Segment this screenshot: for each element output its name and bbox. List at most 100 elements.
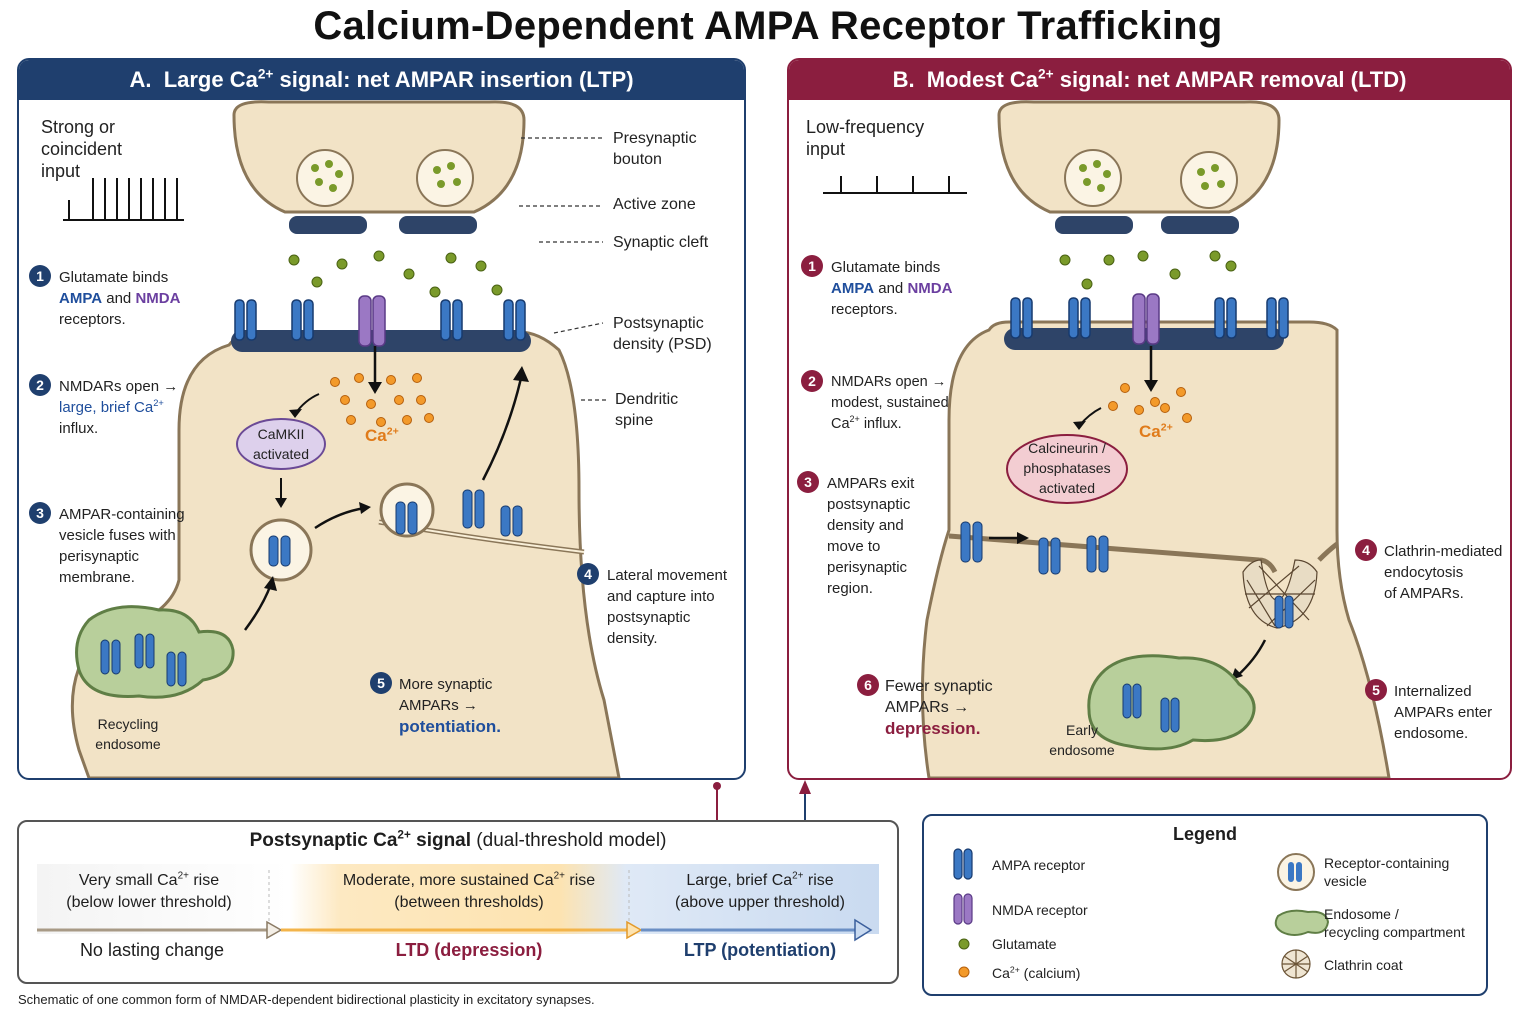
- step-line: density.: [607, 630, 658, 647]
- segment-part: rise: [188, 872, 220, 889]
- panel-ltp: A. Large Ca2+ signal: net AMPAR insertio…: [17, 58, 746, 780]
- glutamate-molecules: [288, 250, 503, 298]
- recycling-endosome: [75, 605, 235, 699]
- step-line: AMPA and NMDA: [59, 288, 180, 309]
- label-line: Presynaptic: [613, 130, 697, 147]
- step-line: modest, sustained: [831, 395, 949, 411]
- legend-endosome: Endosome / recycling compartment: [1324, 905, 1465, 941]
- scale-title-part: signal: [410, 830, 472, 851]
- legend-clathrin: Clathrin coat: [1324, 957, 1403, 973]
- step-line: AMPARs exit: [827, 475, 915, 492]
- sup: 2+: [1009, 964, 1020, 975]
- panel-b-header-text: Modest Ca: [926, 67, 1039, 92]
- step-4-badge: 4: [1355, 539, 1377, 561]
- panel-a-header: A. Large Ca2+ signal: net AMPAR insertio…: [19, 60, 744, 100]
- bubble-line: activated: [252, 446, 310, 462]
- ltp-synapse-illustration: [63, 100, 621, 778]
- legend-line: vesicle: [1324, 873, 1367, 889]
- segment-part: Large, brief Ca: [686, 872, 793, 889]
- panel-b-letter: B.: [892, 67, 915, 92]
- label-line: bouton: [613, 151, 662, 168]
- step-line: of AMPARs.: [1384, 585, 1464, 602]
- step-line: Fewer synaptic: [885, 678, 993, 695]
- segment-line: (above upper threshold): [675, 894, 845, 911]
- synaptic-vesicle: [1064, 149, 1122, 207]
- camkii-bubble: [236, 418, 326, 470]
- step-line: More synaptic: [399, 676, 493, 693]
- legend-line: recycling compartment: [1324, 924, 1465, 940]
- strong-input-trace: [63, 178, 184, 221]
- early-endosome-label: Early endosome: [1037, 720, 1127, 760]
- step-1-text: Glutamate binds AMPA and NMDA receptors.: [59, 267, 180, 330]
- figure-caption: Schematic of one common form of NMDAR-de…: [18, 992, 595, 1007]
- step-3-text: AMPARs exit postsynaptic density and mov…: [827, 473, 914, 599]
- segment-line: (between thresholds): [394, 894, 544, 911]
- low-frequency-trace: [823, 176, 967, 194]
- step-1-badge: 1: [801, 255, 823, 277]
- calcium-icon: [958, 966, 970, 978]
- step-line: postsynaptic: [607, 609, 691, 626]
- calcium-label: Ca2+: [365, 426, 399, 446]
- segment-part: Moderate, more sustained Ca: [342, 872, 554, 889]
- step-line: NMDARs open →: [831, 374, 947, 390]
- vesicle-icon: [1277, 853, 1315, 891]
- step-line: AMPARs →: [399, 697, 478, 714]
- scale-title-part: Postsynaptic Ca: [249, 830, 398, 851]
- step-line-part: large, brief Ca: [59, 399, 154, 416]
- panel-ltd: B. Modest Ca 2+ signal: net AMPAR removal…: [787, 58, 1512, 780]
- sup: 2+: [792, 870, 804, 882]
- calcium-label: Ca2+: [1139, 422, 1173, 442]
- step-5-badge: 5: [1365, 679, 1387, 701]
- step-line: AMPARs enter: [1394, 704, 1493, 721]
- step-4-badge: 4: [577, 563, 599, 585]
- result-ltd: LTD (depression): [395, 940, 543, 960]
- psd-label: Postsynaptic density (PSD): [613, 313, 712, 355]
- step-line: perisynaptic: [827, 559, 908, 576]
- step-3-badge: 3: [29, 502, 51, 524]
- ampa-word: AMPA: [831, 280, 875, 297]
- segment-line: Very small Ca2+ rise: [39, 870, 259, 892]
- step-line: perisynaptic: [59, 548, 140, 565]
- step-line: density and: [827, 517, 904, 534]
- step-line: Glutamate binds: [831, 259, 941, 276]
- sup: 2+: [386, 425, 399, 438]
- ampa-word: AMPA: [59, 290, 103, 307]
- step-5-text: More synaptic AMPARs → potentiation.: [399, 674, 501, 737]
- segment-line: Large, brief Ca2+ rise: [645, 870, 875, 892]
- step-line: large, brief Ca2+: [59, 397, 178, 418]
- step-6-badge: 6: [857, 674, 879, 696]
- scale-title-part: (dual-threshold model): [471, 830, 667, 851]
- legend-symbols: [953, 848, 1330, 979]
- segment-part: Very small Ca: [78, 872, 178, 889]
- bubble-line: CaMKII: [257, 426, 305, 442]
- ltd-synapse-illustration: [823, 100, 1391, 778]
- panel-a-header-text: Large Ca: [163, 67, 258, 92]
- legend-line: Receptor-containing: [1324, 855, 1450, 871]
- legend-title: Legend: [1172, 824, 1237, 844]
- nmda-receptor: [358, 295, 386, 347]
- step-5-text: Internalized AMPARs enter endosome.: [1394, 681, 1492, 744]
- legend-glutamate: Glutamate: [992, 936, 1057, 952]
- step-line: AMPARs →: [885, 699, 970, 716]
- ampa-receptors-perisynaptic: [960, 521, 1109, 575]
- panel-a-header-rest: signal: net AMPAR insertion (LTP): [273, 67, 634, 92]
- active-zone: [1055, 216, 1133, 234]
- step-line: Lateral movement: [607, 567, 728, 584]
- and-word: and: [102, 290, 136, 307]
- step-line-part: Ca: [831, 416, 850, 432]
- step-1-text: Glutamate binds AMPA and NMDA receptors.: [831, 257, 952, 320]
- sup: 2+: [849, 414, 860, 425]
- calcium-ions: [330, 373, 434, 427]
- panel-b-header-rest: signal: net AMPAR removal (LTD): [1053, 67, 1407, 92]
- step-line: move to: [827, 538, 881, 555]
- and-word: and: [874, 280, 908, 297]
- dendritic-spine-label: Dendritic spine: [615, 389, 678, 431]
- calcineurin-bubble: [1006, 434, 1128, 504]
- legend: Legend AMPA receptor NMDA receptor Gluta…: [922, 814, 1488, 996]
- nmda-word: NMDA: [135, 290, 181, 307]
- presynaptic-bouton-label: Presynaptic bouton: [613, 128, 697, 170]
- segment-part: rise: [564, 872, 596, 889]
- input-label-line: coincident: [41, 139, 123, 159]
- segment-below-threshold: Very small Ca2+ rise (below lower thresh…: [39, 870, 259, 914]
- result-no-change: No lasting change: [79, 940, 225, 960]
